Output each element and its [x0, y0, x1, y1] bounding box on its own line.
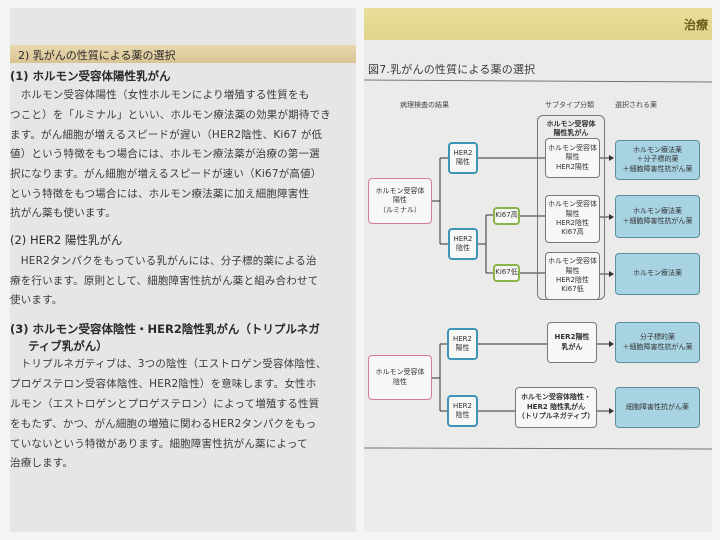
subtype-box: ホルモン受容体陰性・ HER2 陰性乳がん （トリプルネガティブ）	[515, 387, 597, 428]
col-drug: 選択される薬	[615, 101, 657, 109]
subtype-box: HER2陽性 乳がん	[547, 322, 597, 363]
drug-box: ホルモン療法薬 ＋細胞障害性抗がん薬	[615, 195, 700, 238]
text-line: 択になります。がん細胞が増えるスピードが速い（Ki67が高値）	[10, 168, 322, 180]
drug-box: ホルモン療法薬	[615, 253, 700, 295]
diagram-connectors	[364, 79, 712, 450]
col-pathology: 病理検査の結果	[400, 101, 449, 109]
subtype-box: ホルモン受容体 陽性 HER2陰性 Ki67低	[545, 252, 600, 300]
drug-box: 分子標的薬 ＋細胞障害性抗がん薬	[615, 322, 700, 363]
left-page: 2) 乳がんの性質による薬の選択 (1) ホルモン受容体陽性乳がん ホルモン受容…	[10, 8, 356, 532]
text-line: ルモン（エストロゲンとプロゲステロン）によって増殖する性質	[10, 398, 320, 410]
s3-heading: (3) ホルモン受容体陰性・HER2陰性乳がん（トリプルネガ	[10, 322, 320, 336]
chapter-label: 治療	[683, 18, 708, 32]
text-line: プロゲステロン受容体陰性、HER2陰性）を意味します。女性ホ	[10, 378, 317, 390]
her2-negative-box: HER2 陰性	[447, 395, 478, 427]
text-line: ます。がん細胞が増えるスピードが遅い（HER2陰性、Ki67 が低	[10, 129, 323, 141]
luminal-box: ホルモン受容体 陽性 （ルミナル）	[368, 178, 432, 224]
ki67-high-box: Ki67高	[493, 207, 520, 225]
text-line: という特徴をもつ場合には、ホルモン療法薬に加え細胞障害性	[10, 188, 310, 200]
her2-negative-box: HER2 陰性	[448, 228, 478, 260]
text-line: 治療します。	[10, 457, 74, 469]
drug-box: ホルモン療法薬 ＋分子標的薬 ＋細胞障害性抗がん薬	[615, 140, 700, 180]
drug-box: 細胞障害性抗がん薬	[615, 387, 700, 428]
text-line: HER2タンパクをもっている乳がんには、分子標的薬による治	[10, 255, 317, 267]
text-line: 療を行います。原則として、細胞障害性抗がん薬と組み合わせて	[10, 275, 319, 287]
text-line: 抗がん薬も使います。	[10, 207, 116, 219]
s3-heading-cont: ティブ乳がん）	[28, 339, 108, 353]
right-page: 治療 図7.乳がんの性質による薬の選択 病理検査の結果 サブタイプ分類 選択され…	[364, 8, 712, 532]
s2-heading: (2) HER2 陽性乳がん	[10, 233, 123, 247]
group-title: ホルモン受容体 陽性乳がん	[546, 119, 596, 137]
text-line: つこと）を「ルミナル」といい、ホルモン療法薬の効果が期待でき	[10, 109, 331, 121]
text-line: ていないという特徴があります。細胞障害性抗がん薬によって	[10, 438, 308, 450]
ki67-low-box: Ki67低	[493, 264, 520, 282]
text-line: ホルモン受容体陽性（女性ホルモンにより増殖する性質をも	[10, 89, 310, 101]
text-line: 使います。	[10, 294, 63, 306]
col-subtype: サブタイプ分類	[545, 101, 594, 109]
text-line: 値）という特徴をもつ場合には、ホルモン療法薬が治療の第一選	[10, 148, 320, 160]
her2-positive-box: HER2 陽性	[447, 328, 478, 360]
section-header: 2) 乳がんの性質による薬の選択	[10, 45, 356, 63]
subtype-box: ホルモン受容体 陽性 HER2陰性 Ki67高	[545, 195, 600, 243]
figure-title: 図7.乳がんの性質による薬の選択	[368, 63, 536, 76]
chapter-strip: 治療	[364, 8, 712, 40]
s1-heading: (1) ホルモン受容体陽性乳がん	[10, 69, 171, 83]
text-line: をもたず、かつ、がん細胞の増殖に関わるHER2タンパクをもっ	[10, 418, 317, 430]
subtype-box: ホルモン受容体 陽性 HER2陽性	[545, 138, 600, 178]
text-line: トリプルネガティブは、3つの陰性（エストロゲン受容体陰性、	[10, 358, 327, 370]
section-title: 2) 乳がんの性質による薬の選択	[18, 49, 176, 62]
hr-negative-box: ホルモン受容体 陰性	[368, 355, 432, 400]
her2-positive-box: HER2 陽性	[448, 142, 478, 174]
